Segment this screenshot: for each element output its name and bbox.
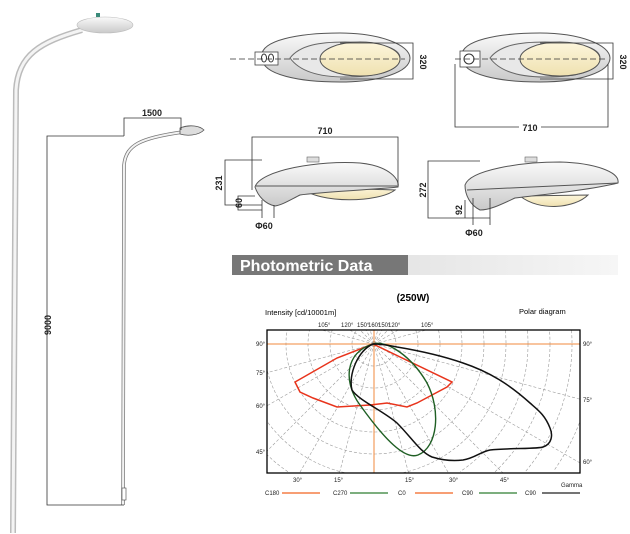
left-tick: 90° [256,342,266,348]
grid-radial [373,329,427,345]
side-right-height-label: 272 [418,182,428,197]
top-tick: 105° [421,323,434,329]
side-left-height-label: 231 [214,175,224,190]
grid-circle [553,422,580,471]
chart-frame [266,329,581,474]
bottom-tick: 30° [449,478,459,484]
bottom-tick: 15° [405,478,415,484]
grid-circle [307,330,441,411]
left-tick: 45° [256,450,266,456]
grid-circle [285,330,463,433]
grid-circle [460,330,463,344]
top-view-right: 320 710 [454,32,628,133]
grid-circle [266,421,345,473]
grid-circle [329,330,419,389]
arm-length-label: 1500 [142,108,162,118]
legend-label: C180 [265,491,280,497]
grid-circle [390,330,397,344]
left-tick: 60° [256,404,266,410]
grid-radial [373,343,581,400]
legend-label: C90 [525,491,537,497]
pole-dimension-drawing: 1500 9000 [43,108,205,506]
photometric-banner: Photometric Data [232,255,618,275]
top-tick: 150° [378,323,391,329]
top-tick: 120° [388,323,401,329]
grid-circle [267,344,485,455]
legend-label: C90 [462,491,474,497]
legend-label: C270 [333,491,348,497]
side-left-length-label: 710 [317,126,332,136]
top-tick: 160° [368,323,381,329]
bottom-tick: 30° [293,478,303,484]
curve-c90-black [350,343,553,462]
grid-radial [359,329,375,345]
right-tick: 75° [583,398,593,404]
top-right-length-label: 710 [522,123,537,133]
grid-circle [266,454,289,472]
side-left-diameter-label: Φ60 [255,221,272,231]
top-tick: 150° [357,323,370,329]
polar-chart: (250W) Intensity [cd/10001m] Polar diagr… [256,293,593,497]
side-right-socket-label: 92 [454,205,464,215]
grid-circle [415,330,419,344]
chart-legend: C180 C270 C0 C90 C90 [265,491,580,497]
top-view-left: 320 [230,32,428,83]
chart-ylabel: Intensity [cd/10001m] [265,308,336,317]
right-tick: 90° [583,342,593,348]
grid-circle [403,344,507,473]
bottom-tick: 45° [500,478,510,484]
polar-grid [266,329,581,474]
pole-height-label: 9000 [43,315,53,335]
top-tick: 105° [318,323,331,329]
grid-radial [266,343,375,373]
grid-radial [373,329,379,345]
side-view-right: 272 92 Φ60 [418,156,619,238]
bottom-tick: 15° [334,478,344,484]
grid-circle [527,330,529,344]
grid-circle [571,330,573,344]
tall-pole-illustration [10,13,134,534]
grid-radial [266,343,375,452]
left-tick: 75° [256,371,266,377]
right-tick: 60° [583,460,593,466]
top-left-width-label: 320 [418,54,428,69]
grid-radial [373,329,389,345]
side-right-diameter-label: Φ60 [465,228,482,238]
grid-circle [493,344,551,473]
x-axis-label: Gamma [561,483,583,489]
side-left-socket-label: 60 [234,198,244,208]
grid-radial [339,343,375,474]
grid-circle [482,330,485,344]
curve-c270-c90 [348,342,437,457]
chart-title: (250W) [397,293,430,304]
grid-radial [321,329,375,345]
chart-subtitle: Polar diagram [519,307,566,316]
grid-circle [459,344,529,472]
side-view-left: 710 231 60 Φ60 [214,126,399,231]
grid-circle [438,330,441,344]
top-tick: 120° [341,323,354,329]
tick-labels: 105° 120° 150° 160° 150° 120° 105° 90° 7… [256,323,593,489]
grid-circle [505,330,507,344]
grid-radial [369,329,375,345]
grid-circle [525,344,573,472]
grid-radial [373,343,504,474]
grid-radial [373,329,383,345]
banner-title: Photometric Data [240,258,373,275]
top-right-width-label: 320 [618,54,628,69]
grid-circle [351,330,397,367]
grid-radial [365,329,375,345]
legend-label: C0 [398,491,406,497]
